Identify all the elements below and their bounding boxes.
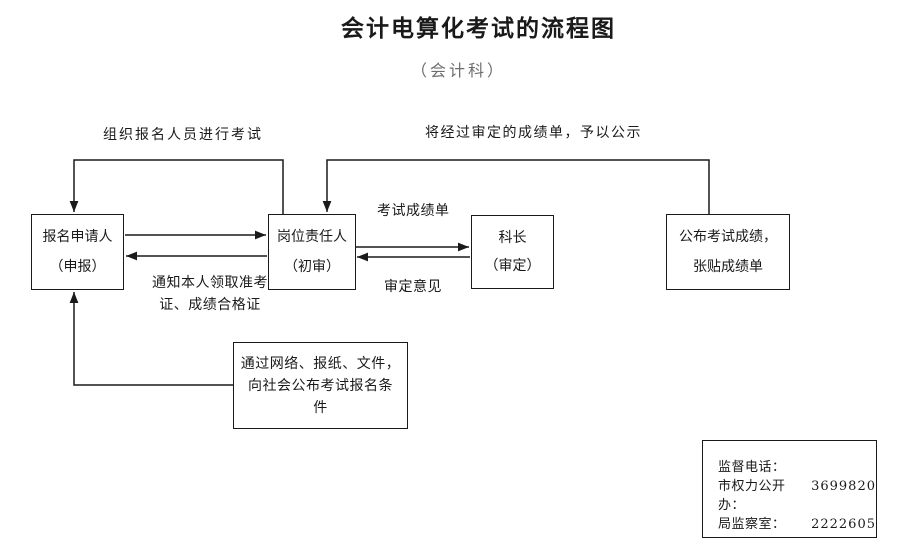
- box-section-chief: 科长 （审定）: [471, 215, 554, 289]
- box-chief-line2: （审定）: [484, 258, 541, 275]
- box-chief-line1: 科长: [498, 229, 527, 246]
- edge-announce-arrow: [69, 292, 233, 386]
- info-row: 市权力公开办： 3699820: [718, 477, 876, 515]
- info-row-label: 市权力公开办：: [718, 479, 786, 513]
- box-announce-line1: 通过网络、报纸、文件，: [240, 355, 401, 372]
- box-reviewer-line1: 岗位责任人: [277, 229, 347, 246]
- box-reviewer-line2: （初审）: [284, 258, 340, 275]
- page-subtitle: （会计科）: [410, 61, 506, 80]
- edge-label-notify-line1: 通知本人领取准考: [152, 275, 268, 291]
- info-row-value: 2222605: [811, 517, 876, 532]
- info-row-value: 3699820: [811, 479, 876, 494]
- box-publish-results: 公布考试成绩， 张贴成绩单: [666, 214, 790, 290]
- info-title: 监督电话：: [718, 460, 786, 475]
- edge-label-publish-scores: 将经过审定的成绩单，予以公示: [425, 125, 642, 141]
- edge-publish-scores-arrow: [322, 159, 710, 215]
- box-announce-conditions: 通过网络、报纸、文件， 向社会公布考试报名条 件: [233, 342, 408, 429]
- edge-organize-exam-arrow: [69, 159, 284, 215]
- box-applicant-line1: 报名申请人: [42, 229, 113, 246]
- edge-label-organize-exam: 组织报名人员进行考试: [103, 127, 263, 143]
- edge-label-notify: 通知本人领取准考 证、成绩合格证: [135, 272, 285, 316]
- page-title: 会计电算化考试的流程图: [341, 15, 616, 42]
- box-announce-line2: 向社会公布考试报名条: [248, 377, 393, 394]
- box-announce-line3: 件: [313, 399, 328, 416]
- box-publish-line2: 张贴成绩单: [693, 258, 763, 275]
- info-row: 局监察室： 2222605: [718, 515, 876, 534]
- edge-label-score-sheet: 考试成绩单: [377, 203, 450, 219]
- box-publish-line1: 公布考试成绩，: [679, 229, 777, 246]
- box-supervision-phone: 监督电话： 市权力公开办： 3699820 局监察室： 2222605: [702, 440, 877, 538]
- edge-label-notify-line2: 证、成绩合格证: [159, 297, 261, 313]
- box-applicant-line2: （申报）: [49, 258, 106, 275]
- box-applicant: 报名申请人 （申报）: [31, 214, 124, 290]
- edge-label-review-opinion: 审定意见: [384, 279, 442, 295]
- box-post-reviewer: 岗位责任人 （初审）: [268, 214, 356, 290]
- info-row-label: 局监察室：: [718, 517, 786, 532]
